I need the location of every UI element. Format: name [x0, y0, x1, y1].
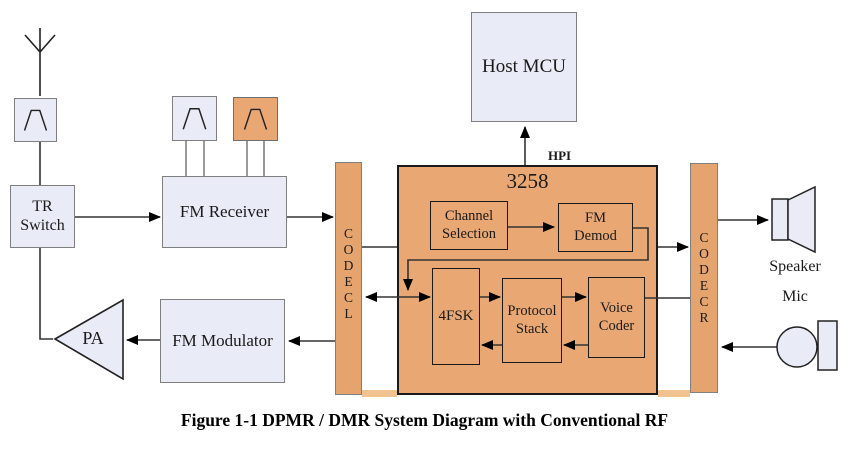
antenna-filter-box: [14, 98, 57, 142]
codec-left-box: C O D E C L: [335, 162, 362, 395]
bandpass-filter-icon: [23, 109, 48, 131]
channel-selection-box: Channel Selection: [430, 201, 508, 250]
line-fmdemod-wrap: [403, 227, 649, 291]
bandpass-filter-icon: [243, 108, 268, 130]
right-bottom-strip: [658, 390, 690, 397]
receiver-filter-box-1: [172, 96, 217, 141]
bandpass-filter-icon: [182, 107, 207, 130]
fm-demod-box: FM Demod: [558, 203, 633, 252]
figure-caption: Figure 1-1 DPMR / DMR System Diagram wit…: [180, 410, 669, 430]
pa-label: PA: [82, 328, 104, 348]
host-mcu-box: Host MCU: [471, 12, 577, 122]
antenna-icon: [24, 28, 56, 96]
left-bottom-strip: [362, 390, 397, 397]
4fsk-box: 4FSK: [432, 268, 480, 365]
filter-pins: [185, 141, 265, 176]
fm-modulator-box: FM Modulator: [160, 299, 285, 383]
pa-amplifier-triangle: [53, 298, 124, 381]
mic-icon: [776, 320, 838, 371]
chip-3258-label: 3258: [506, 169, 549, 193]
voice-coder-box: Voice Coder: [588, 277, 645, 358]
receiver-filter-box-2: [233, 97, 278, 141]
mic-label: Mic: [782, 288, 808, 305]
hpi-label: HPI: [548, 148, 572, 163]
fm-receiver-box: FM Receiver: [162, 176, 287, 248]
speaker-icon: [771, 185, 816, 254]
protocol-stack-box: Protocol Stack: [502, 278, 562, 363]
line-trswitch-to-pa: [39, 248, 53, 340]
codec-right-box: C O D E C R: [690, 163, 718, 393]
speaker-label: Speaker: [769, 258, 821, 275]
tr-switch-box: TR Switch: [10, 185, 75, 248]
